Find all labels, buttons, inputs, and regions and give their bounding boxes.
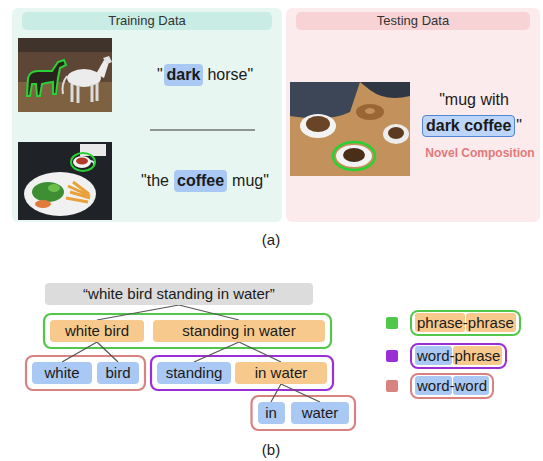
phrase-box: white bird	[50, 320, 144, 342]
tree-node-text: in water	[255, 364, 308, 381]
horse-photo	[27, 60, 66, 96]
group-outline	[26, 356, 145, 390]
panel-header: Training Data	[22, 12, 272, 30]
highlight-word: dark coffee	[426, 117, 511, 134]
divider-line	[150, 130, 255, 131]
cafe-photo	[383, 124, 409, 144]
highlight-box: dark	[164, 64, 204, 86]
tree-node-text: standing in water	[182, 322, 295, 339]
tree-node-text: “white bird standing in water”	[83, 285, 275, 302]
caption-text: mug"	[232, 170, 269, 192]
group-outline	[151, 356, 333, 390]
word-box: water	[291, 402, 349, 424]
tree-branch	[62, 342, 97, 362]
caption-text: "the	[141, 170, 169, 192]
panel-header: Testing Data	[296, 12, 530, 30]
horse-photo	[18, 38, 112, 112]
coffee-photo	[35, 200, 51, 208]
cafe-photo	[290, 82, 410, 176]
group-outline	[252, 396, 356, 430]
highlight-box: dark coffee	[422, 115, 515, 137]
training-panel: Training Data dark coffee	[12, 8, 282, 222]
cafe-photo	[336, 145, 372, 167]
highlight-word: coffee	[177, 172, 224, 189]
word-box: standing	[157, 362, 231, 384]
tree-branch	[271, 384, 281, 402]
legend-text: word-phrase	[417, 347, 500, 364]
tree-node-text: standing	[166, 364, 223, 381]
legend-text: word-word	[417, 377, 487, 394]
cafe-photo	[333, 142, 375, 170]
cafe-photo	[360, 82, 410, 98]
legend-swatch	[386, 350, 398, 362]
cafe-photo	[290, 82, 410, 176]
cafe-photo	[290, 82, 360, 118]
testing-panel: Testing Data dark coffee	[286, 8, 540, 222]
tree-node-text: in	[265, 404, 277, 421]
coffee-photo	[32, 182, 64, 202]
word-box: bird	[97, 362, 139, 384]
coffee-photo	[76, 158, 88, 165]
cafe-photo	[300, 114, 336, 138]
word-box: in	[258, 402, 285, 424]
tree-branch	[97, 342, 118, 362]
legend-text: phrase-phrase	[417, 314, 514, 331]
coffee-photo	[24, 172, 96, 216]
highlight-word: dark	[167, 66, 201, 83]
tree-branch	[97, 305, 179, 320]
note-label: Novel Composition	[425, 142, 534, 164]
coffee-photo	[71, 153, 95, 171]
coffee-photo	[18, 142, 112, 220]
legend-entry: word-phrase	[410, 343, 507, 369]
phrase-box: in water	[235, 362, 327, 384]
legend-swatch	[386, 317, 398, 329]
coffee-photo	[18, 142, 112, 220]
tree-node-text: white	[44, 364, 79, 381]
word-box: white	[32, 362, 92, 384]
caption-text: "	[516, 115, 522, 137]
training-photos	[12, 8, 282, 222]
caption-text: "mug with	[439, 89, 509, 111]
cafe-photo	[388, 127, 404, 139]
coffee-photo	[48, 184, 60, 192]
cafe-photo	[356, 104, 384, 120]
cafe-photo	[306, 116, 330, 132]
horse-photo	[63, 76, 68, 94]
phrase-box: standing in water	[153, 320, 325, 342]
cafe-photo	[343, 148, 365, 162]
tree-node-text: white bird	[65, 322, 129, 339]
caption-text: "	[157, 64, 163, 86]
legend-swatch	[386, 380, 398, 392]
tree-branch	[194, 342, 239, 362]
sentence-box: “white bird standing in water”	[45, 283, 313, 305]
coffee-photo	[73, 156, 91, 168]
legend-entry: phrase-phrase	[410, 310, 521, 336]
horse-photo	[18, 38, 112, 52]
highlight-box: coffee	[174, 170, 227, 192]
legend-entry: word-word	[410, 373, 494, 399]
coffee-photo	[66, 182, 90, 202]
group-outline	[44, 314, 331, 348]
coffee-photo	[80, 144, 106, 156]
subfigure-label: (b)	[262, 439, 280, 461]
caption-text: horse"	[207, 64, 253, 86]
tree-branch	[239, 342, 281, 362]
horse-photo	[103, 56, 112, 64]
tree-branch	[179, 305, 239, 320]
horse-photo	[72, 83, 97, 103]
cafe-photo	[365, 108, 375, 114]
horse-photo	[18, 38, 112, 112]
tree-node-text: water	[302, 404, 339, 421]
tree-branch	[281, 384, 320, 402]
subfigure-label: (a)	[262, 229, 280, 251]
tree-node-text: bird	[105, 364, 130, 381]
